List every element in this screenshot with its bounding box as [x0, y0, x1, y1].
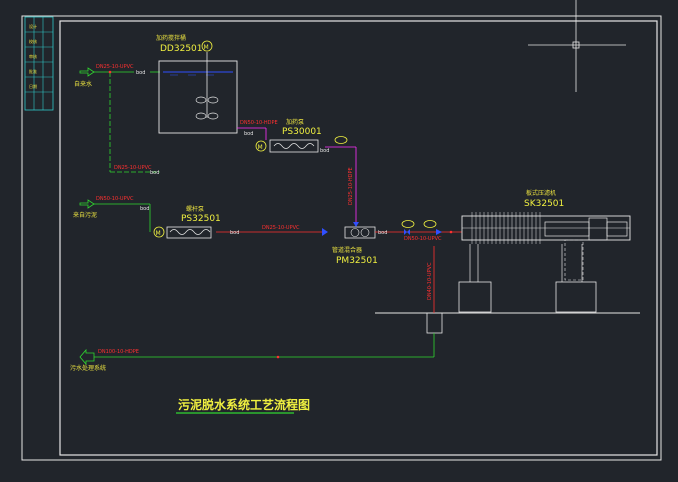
- mixer-code: PM32501: [336, 256, 378, 266]
- inner-frame: [59, 20, 658, 456]
- dosing-pump: M 加药泵 PS30001: [255, 118, 348, 153]
- pipe-label: DN100-10-HDPE: [98, 349, 139, 355]
- pump-code: PS30001: [282, 127, 322, 137]
- check-valve-icon: [353, 222, 359, 227]
- valve-tag: bod: [378, 230, 387, 236]
- filter-press-code: SK32501: [524, 199, 564, 209]
- side-strip-item: 批准: [29, 68, 37, 74]
- check-valve-icon: [436, 229, 442, 235]
- inlet-arrow-icon: [79, 199, 95, 209]
- valve-tag: bod: [230, 230, 239, 236]
- filtrate-line: DN40-10-UPVC DN100-10-HDPE 污水处理系统: [70, 246, 435, 372]
- chemical-line: DN50-10-HDPE bod DN25-10-HDPE bod: [237, 120, 357, 222]
- pump-code: PS32501: [181, 214, 221, 224]
- sludge-inlet-label: 来自污泥: [73, 211, 97, 219]
- motor-icon: [255, 140, 267, 152]
- filtrate-outlet-label: 污水处理系统: [70, 364, 106, 372]
- pump-name: 螺杆泵: [186, 205, 204, 213]
- pipe-label: DN50-10-UPVC: [404, 236, 442, 242]
- pipe-label: DN25-10-UPVC: [114, 165, 152, 171]
- valve-icon: [404, 229, 410, 235]
- flowmeter-icon: [401, 220, 415, 228]
- pipeline-mixer: 管道混合器 PM32501 bod DN50-10-UPVC: [332, 220, 462, 266]
- water-inlet-label: 自来水: [74, 80, 92, 88]
- side-strip-item: 设计: [29, 23, 37, 29]
- chemical-tank: M 加药搅拌桶 DD32501: [156, 34, 238, 134]
- outlet-arrow-icon: [79, 348, 95, 366]
- outer-frame: [21, 15, 662, 461]
- tank-code: DD32501: [160, 44, 203, 54]
- side-title-strip: 设计 校核 审核 批准 日期: [24, 16, 54, 111]
- screw-pump: M 螺杆泵 PS32501: [153, 205, 221, 239]
- side-strip-item: 日期: [29, 83, 37, 89]
- motor-tag: M: [156, 230, 161, 237]
- valve-tag: bod: [244, 131, 253, 137]
- filter-press-name: 板式压滤机: [526, 189, 556, 197]
- sludge-inlet-line: DN50-10-UPVC bod 来自污泥 DN25-10-UPVC bod: [73, 196, 328, 236]
- drain-pit: [426, 312, 443, 334]
- pipe-label: DN50-10-UPVC: [96, 196, 134, 202]
- side-strip-item: 校核: [29, 38, 37, 44]
- tank-name: 加药搅拌桶: [156, 34, 186, 42]
- pipe-label: DN40-10-UPVC: [427, 262, 433, 300]
- valve-tag: bod: [320, 148, 329, 154]
- pressure-gauge-icon: [423, 220, 437, 228]
- pump-name: 加药泵: [286, 118, 304, 126]
- motor-icon: [201, 40, 213, 52]
- crosshair-cursor-icon: [528, 0, 626, 92]
- mixer-name: 管道混合器: [332, 246, 362, 254]
- pipe-label: DN25-10-UPVC: [96, 64, 134, 70]
- check-valve-icon: [322, 228, 328, 236]
- motor-icon: [153, 226, 165, 238]
- valve-tag: bod: [150, 170, 159, 176]
- motor-tag: M: [204, 44, 209, 51]
- flowmeter-icon: [334, 136, 348, 144]
- pipe-label: DN25-10-HDPE: [348, 167, 354, 205]
- valve-tag: bod: [136, 70, 145, 76]
- filter-press: 板式压滤机 SK32501: [458, 189, 631, 313]
- pipe-label: DN50-10-HDPE: [240, 120, 278, 126]
- motor-tag: M: [258, 144, 263, 151]
- valve-tag: bod: [140, 206, 149, 212]
- drawing-title: 污泥脱水系统工艺流程图: [178, 397, 310, 412]
- inlet-arrow-icon: [79, 67, 95, 77]
- side-strip-item: 审核: [29, 53, 37, 59]
- pipe-label: DN25-10-UPVC: [262, 225, 300, 231]
- water-inlet-line: DN25-10-UPVC DN25-10-UPVC bod bod 自来水: [74, 64, 160, 176]
